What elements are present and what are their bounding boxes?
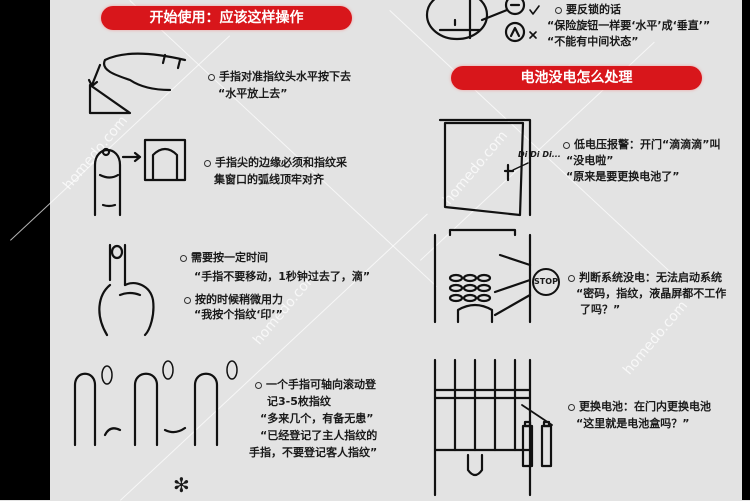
- finger-press-illustration: [87, 52, 187, 115]
- lock-knob-illustration: [425, 0, 540, 43]
- keypad-illustration: [433, 228, 532, 324]
- low-voltage-text: 低电压报警：开门“滴滴滴”叫“没电啦”“原来是要更换电池了”: [563, 137, 720, 185]
- left-black-band: [0, 0, 50, 500]
- snowflake-icon: ✻: [173, 473, 190, 497]
- right-black-band: [742, 0, 750, 500]
- section-title-battery: 电池没电怎么处理: [451, 66, 702, 90]
- replace-battery-text: 更换电池：在门内更换电池“这里就是电池盒吗？”: [568, 398, 711, 432]
- stop-sign-icon: STOP: [532, 268, 560, 296]
- step2-text: 手指尖的边缘必须和指纹采集窗口的弧线顶牢对齐: [204, 154, 347, 188]
- step5-text: 一个手指可轴向滚动登记3-5枚指纹“多来几个，有备无患”“已经登记了主人指纹的手…: [249, 378, 378, 459]
- section-title-start: 开始使用：应该这样操作: [101, 6, 352, 30]
- beep-sound-label: Di Di Di...: [518, 150, 561, 159]
- battery-box-illustration: [433, 358, 553, 497]
- hand-press-illustration: [98, 243, 155, 337]
- finger-roll-illustration: [73, 360, 238, 447]
- battery-icon: [521, 420, 553, 468]
- lock-text: 要反锁的话“保险旋钮一样要‘水平’成‘垂直’”“不能有中间状态”: [547, 3, 711, 48]
- door-illustration: [438, 118, 532, 217]
- finger-align-illustration: [93, 138, 187, 217]
- step4-text: 按的时候稍微用力“我按个指纹‘印’”: [184, 292, 283, 322]
- step3-text: 需要按一定时间“手指不要移动，1秒钟过去了，滴”: [180, 248, 370, 286]
- step1-text: 手指对准指纹头水平按下去“水平放上去”: [208, 68, 351, 102]
- judge-power-text: 判断系统没电：无法启动系统“密码，指纹，液晶屏都不工作了吗？”: [568, 270, 726, 318]
